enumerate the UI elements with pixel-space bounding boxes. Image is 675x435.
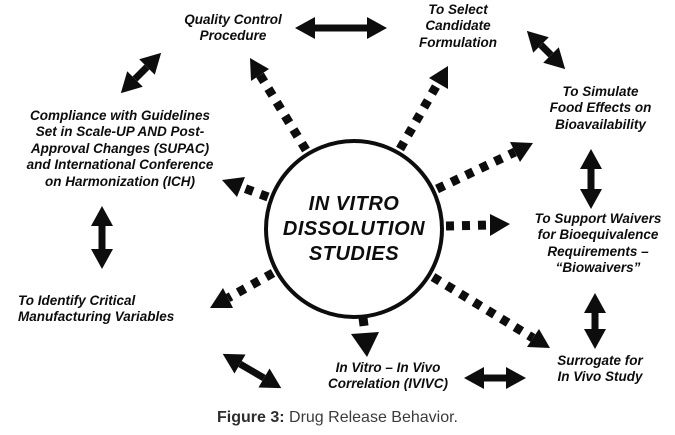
node-simulate-food-effects: To Simulate Food Effects on Bioavailabil… [549,84,652,132]
dotted-arrow-to-simulate-food [435,142,533,194]
node-compliance-supac-ich: Compliance with Guidelines Set in Scale-… [26,108,214,189]
dotted-arrow-to-select-candidate [396,66,448,152]
node-surrogate-in-vivo-study: Surrogate for In Vivo Study [557,353,643,385]
node-ivivc-correlation: In Vitro – In Vivo Correlation (IVIVC) [327,360,448,392]
center-node-label: IN VITRO DISSOLUTION STUDIES [282,192,426,265]
dotted-arrow-to-support-waivers [445,214,510,236]
dotted-arrow-to-surrogate [430,273,550,348]
center-node-in-vitro-dissolution-studies: IN VITRO DISSOLUTION STUDIES [264,139,444,319]
node-support-waivers-biowaivers: To Support Waivers for Bioequivalence Re… [534,211,662,276]
dotted-arrow-to-ivivc [351,317,379,357]
node-quality-control-procedure: Quality Control Procedure [184,12,282,44]
double-arrow-identify-critical-ivivc [222,353,282,389]
dotted-arrow-to-quality-control [250,58,310,153]
node-select-candidate-formulation: To Select Candidate Formulation [419,2,497,50]
figure-caption: Figure 3: Drug Release Behavior. [0,409,675,427]
node-identify-critical-variables: To Identify Critical Manufacturing Varia… [18,293,175,325]
figure-caption-text: Drug Release Behavior. [284,409,458,426]
double-arrow-compliance-quality-control [120,52,162,94]
double-arrow-select-candidate-simulate-food [526,30,566,70]
figure-caption-prefix: Figure 3: [217,409,285,426]
